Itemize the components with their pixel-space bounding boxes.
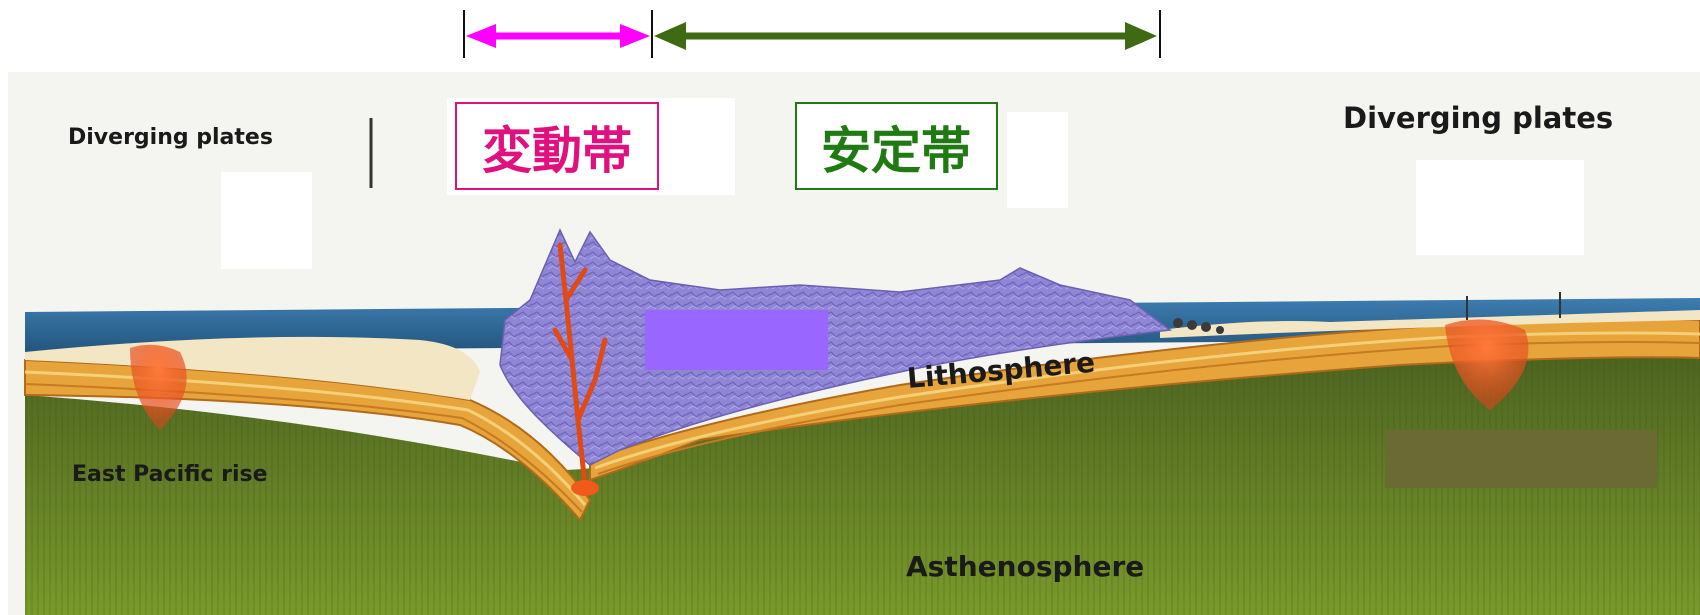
asthenosphere-label: Asthenosphere xyxy=(906,550,1144,583)
continent-mask-box xyxy=(645,310,828,370)
stable-belt-arrow xyxy=(654,10,1160,58)
mask-box xyxy=(221,172,312,269)
mantle-mask-box xyxy=(1385,430,1657,488)
mobile-belt-arrow xyxy=(464,10,652,58)
mask-box xyxy=(1007,112,1068,208)
diverging-plates-left-label: Diverging plates xyxy=(68,125,273,150)
stable-belt-label: 安定帯 xyxy=(821,122,971,180)
mask-box xyxy=(1416,160,1584,255)
diverging-plates-right-label: Diverging plates xyxy=(1343,101,1613,135)
magma-chamber xyxy=(571,480,599,496)
east-pacific-rise-label: East Pacific rise xyxy=(72,462,268,487)
mobile-belt-label: 変動帯 xyxy=(482,122,632,180)
